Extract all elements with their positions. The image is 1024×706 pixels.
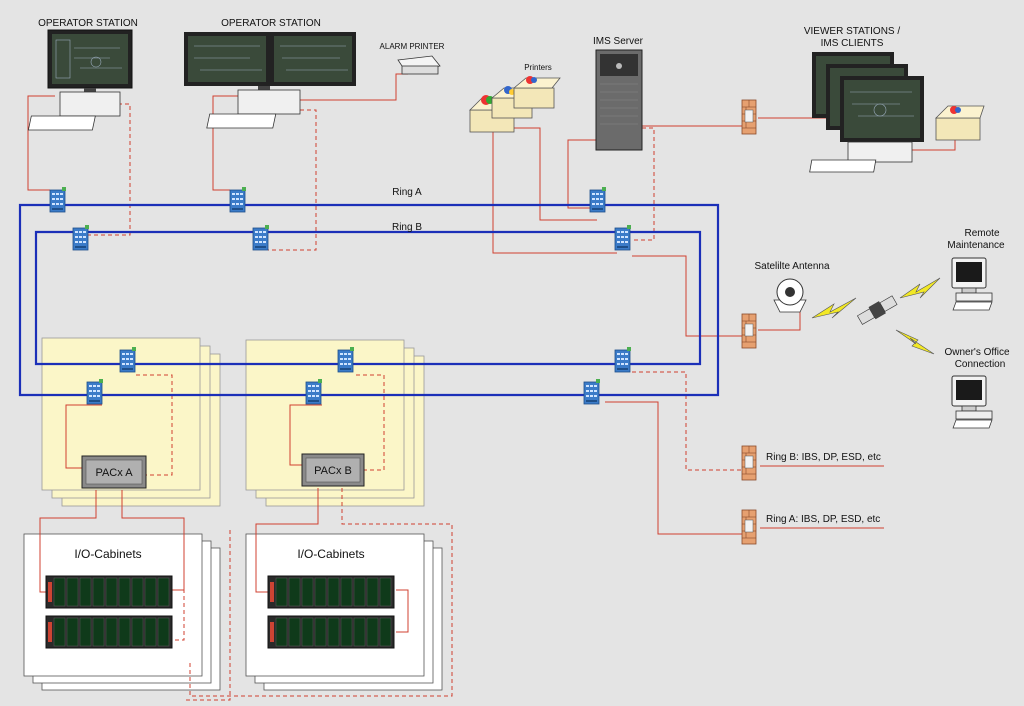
keyboard-icon (27, 115, 96, 131)
printer-icon (397, 55, 441, 75)
network-switch-icon (583, 378, 601, 405)
computer-icon (951, 257, 993, 311)
io-cabinets-2-label: I/O-Cabinets (297, 547, 364, 561)
satellite-antenna-label: Satelilte Antenna (754, 261, 829, 272)
remote-maintenance-label-1: Remote (964, 228, 999, 239)
pacx-b-label: PACx B (314, 465, 352, 477)
network-switch-icon (119, 346, 137, 373)
network-switch-icon (252, 224, 270, 251)
satellite-icon (857, 295, 898, 325)
network-switch-icon (589, 186, 607, 213)
viewer-stations (809, 52, 985, 173)
alarm-printer-label: ALARM PRINTER (380, 42, 445, 51)
firewall-icon (741, 509, 757, 545)
remote-maintenance-label-2: Maintenance (947, 240, 1005, 251)
keyboard-icon (809, 159, 877, 173)
firewall-icon (741, 313, 757, 349)
network-switch-icon (337, 346, 355, 373)
controller-icon (81, 455, 147, 489)
viewer-stations-label-1: VIEWER STATIONS / (804, 26, 901, 37)
viewer-stations-label-2: IMS CLIENTS (821, 38, 884, 49)
io-module-icon (45, 615, 173, 649)
server-tower-icon (595, 49, 643, 151)
printer-icon (512, 76, 561, 109)
io-module-icon (45, 575, 173, 609)
printer-group (469, 76, 561, 133)
computer-icon (951, 375, 993, 429)
firewall-icon (741, 445, 757, 481)
controller-icon (301, 453, 365, 487)
printers-label: Printers (524, 63, 552, 72)
network-switch-icon (305, 378, 323, 405)
lightning-icon (895, 329, 935, 355)
ring-b-systems-label: Ring B: IBS, DP, ESD, etc (766, 452, 881, 463)
ring-a-systems-label: Ring A: IBS, DP, ESD, etc (766, 514, 880, 525)
ring-b-path (34, 230, 702, 366)
network-switch-icon (86, 378, 104, 405)
network-switch-icon (72, 224, 90, 251)
printer-icon (935, 105, 985, 141)
ims-server-label: IMS Server (593, 36, 644, 47)
io-module-icon (267, 615, 395, 649)
network-switch-icon (614, 224, 632, 251)
satellite-dish-icon (773, 278, 807, 313)
operator-station-2-label: OPERATOR STATION (221, 18, 321, 29)
io-module-icon (267, 575, 395, 609)
io-cabinet-group-2 (245, 533, 443, 691)
network-switch-icon (614, 346, 632, 373)
network-switch-icon (49, 186, 67, 213)
io-cabinets-1-label: I/O-Cabinets (74, 547, 141, 561)
pacx-a-label: PACx A (95, 467, 133, 479)
lightning-icon (899, 277, 941, 299)
operator-station-1-label: OPERATOR STATION (38, 18, 138, 29)
ring-a-label: Ring A (392, 187, 422, 198)
keyboard-icon (206, 113, 277, 129)
ring-a-path (18, 203, 720, 397)
operator-station-1 (27, 29, 133, 131)
owners-office-label-2: Connection (955, 359, 1006, 370)
firewall-icon (741, 99, 757, 135)
operator-station-2 (184, 32, 356, 129)
lightning-icon (811, 297, 857, 319)
ring-b-label: Ring B (392, 222, 422, 233)
owners-office-label-1: Owner's Office (944, 347, 1010, 358)
network-switch-icon (229, 186, 247, 213)
